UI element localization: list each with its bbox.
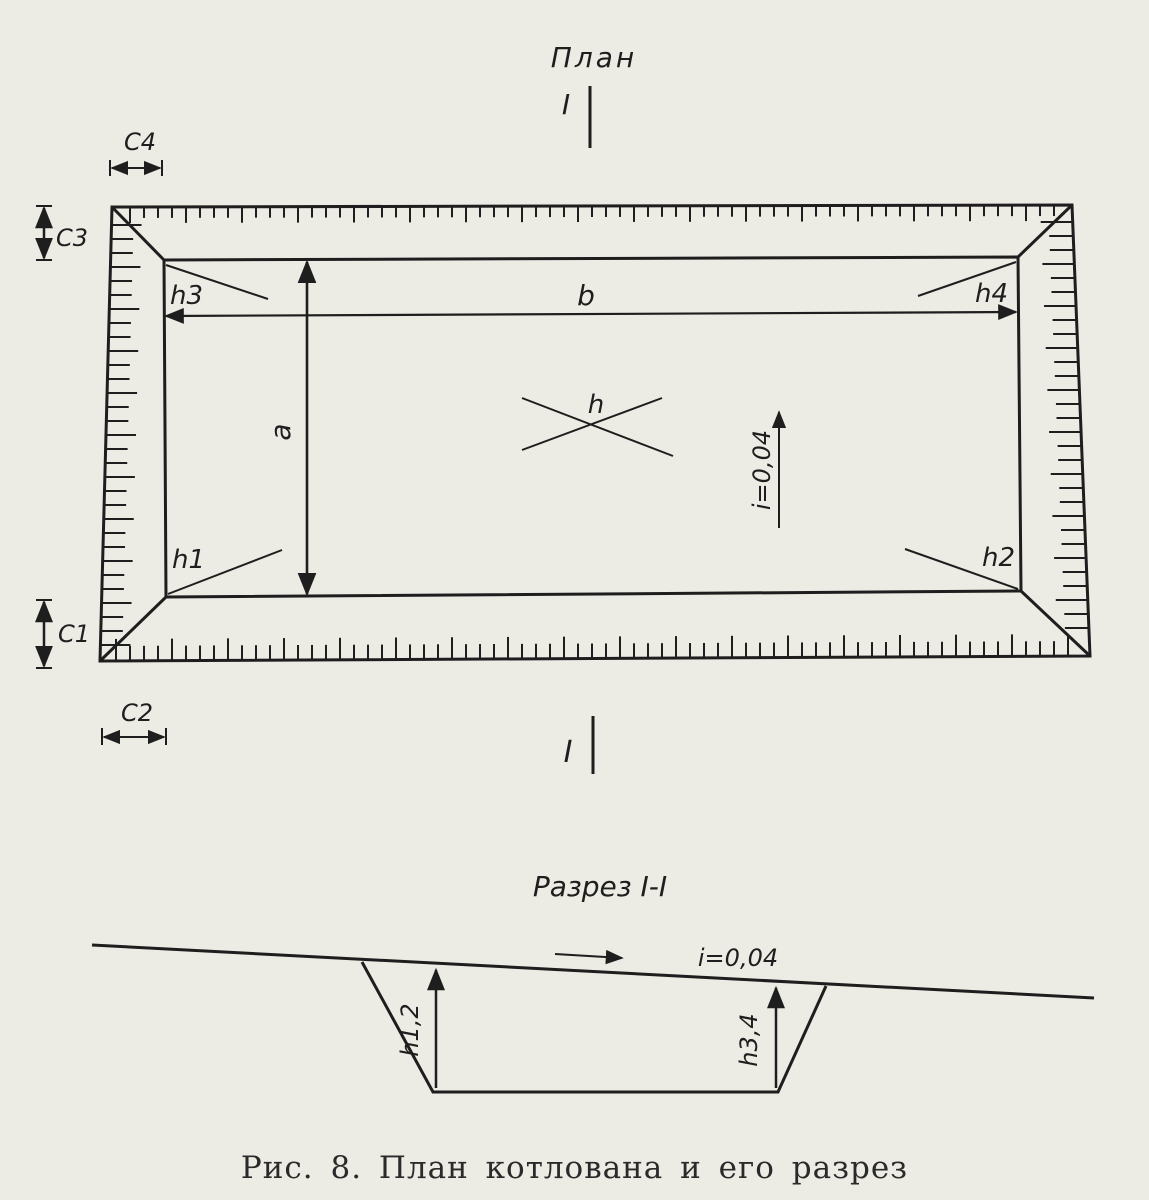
corner-edge-top-left [110, 205, 166, 262]
depth-h1: h1 [167, 545, 283, 595]
plan-title: План [551, 41, 637, 74]
center-depth-label: h [588, 390, 604, 420]
slope-hatching [100, 205, 1089, 661]
dimension-a: a [264, 259, 317, 597]
depth-h1-label: h1 [172, 545, 205, 575]
section-depth-left: h1,2 [396, 967, 445, 1088]
section-depth-right-label: h3,4 [735, 1013, 763, 1066]
dimension-a-label: a [264, 423, 297, 440]
depth-h4: h4 [917, 261, 1017, 309]
section-title: Разрез I-I [533, 870, 667, 903]
depth-h4-label: h4 [975, 279, 1008, 309]
section-mark-top-label: I [562, 88, 570, 121]
plan-slope-label: i=0,04 [748, 430, 776, 510]
pit-section-outline [360, 961, 828, 1094]
center-depth-mark: h [521, 390, 674, 457]
dimension-c4: C4 [109, 128, 163, 176]
plan-slope: i=0,04 [748, 410, 787, 528]
dimension-c3-label: C3 [56, 224, 88, 252]
section-depth-left-label: h1,2 [396, 1003, 424, 1056]
section-depth-right: h3,4 [735, 985, 785, 1088]
dimension-c3: C3 [35, 205, 88, 261]
dimension-c4-label: C4 [124, 128, 156, 156]
dimension-b-label: b [577, 279, 595, 312]
corner-edge-bottom-left [98, 595, 168, 663]
dimension-c2-label: C2 [121, 699, 153, 727]
depth-h2-label: h2 [982, 543, 1015, 573]
dimension-b: b [164, 279, 1018, 324]
dimension-c2: C2 [101, 699, 167, 745]
section-profile [91, 943, 1095, 1094]
pit-outline [98, 203, 1092, 663]
corner-edge-bottom-right [1019, 589, 1092, 658]
depth-h3-label: h3 [170, 281, 203, 311]
section-slope: i=0,04 [554, 944, 778, 972]
section-slope-label: i=0,04 [698, 944, 778, 972]
corner-edge-top-right [1016, 203, 1074, 259]
dimension-c1: C1 [35, 599, 90, 669]
dimension-c1-label: C1 [58, 620, 90, 648]
figure-caption: Рис. 8. План котлована и его разрез [240, 1150, 909, 1186]
ground-surface-line [91, 943, 1095, 1000]
depth-h2: h2 [904, 543, 1019, 590]
section-mark-bottom: I [564, 716, 595, 774]
depth-h3: h3 [165, 264, 269, 311]
section-mark-bottom-label: I [564, 735, 573, 770]
section-mark-top: I [562, 86, 592, 148]
